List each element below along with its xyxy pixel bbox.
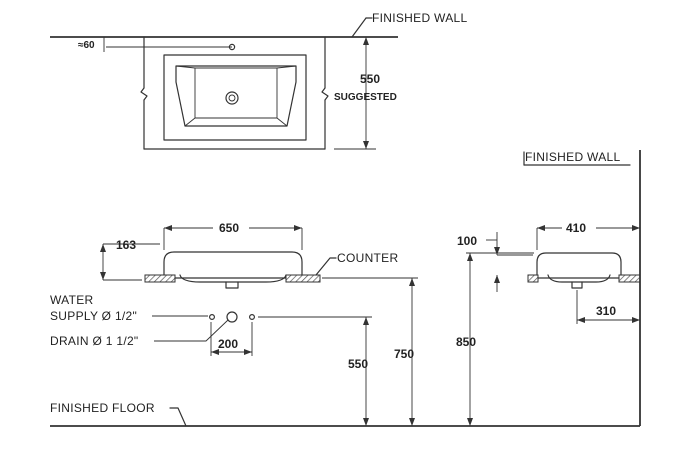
counter-side-front	[527, 274, 539, 283]
counter-right	[285, 274, 321, 283]
drain-tail-front	[225, 281, 239, 289]
water-supply-label-line2: SUPPLY Ø 1/2"	[50, 309, 137, 323]
break-mark-right	[321, 87, 329, 101]
dim-supply-spacing: 200	[218, 337, 238, 351]
supply-marker-right	[249, 314, 256, 321]
counter-leader	[315, 257, 337, 276]
drain-tail-side	[571, 281, 583, 289]
dim-side-wall-to-drain: 310	[596, 304, 616, 318]
dim-depth: 550	[360, 72, 380, 86]
basin-bowl	[175, 65, 297, 127]
basin-profile-side	[536, 252, 622, 276]
suggested-label: SUGGESTED	[334, 92, 397, 103]
dim-counter-height: 750	[394, 347, 414, 361]
finished-floor-label: FINISHED FLOOR	[50, 401, 155, 415]
dim-side-top-offset: 100	[457, 234, 477, 248]
dim-top-offset: ≈60	[78, 40, 95, 51]
plan-view: FINISHED WALL ≈60 550 SUGGES	[50, 11, 467, 150]
dim-side-depth: 410	[566, 221, 586, 235]
drain-leader	[154, 319, 229, 342]
front-elevation: 650 163 COUNTER WATER SUPPLY Ø 1/2" DRAI…	[50, 221, 418, 426]
dim-drain-height: 550	[348, 357, 368, 371]
dim-basin-height: 163	[116, 238, 136, 252]
counter-left	[144, 274, 176, 283]
finished-wall-label-top: FINISHED WALL	[372, 11, 467, 25]
break-mark-left	[140, 87, 148, 101]
basin-profile-front	[163, 251, 303, 276]
floor: FINISHED FLOOR	[50, 401, 640, 427]
dim-side-total-height: 850	[456, 335, 476, 349]
counter-label: COUNTER	[337, 251, 398, 265]
dim-basin-width: 650	[219, 221, 239, 235]
drain-marker	[226, 311, 238, 323]
drain-label: DRAIN Ø 1 1/2"	[50, 334, 139, 348]
side-elevation: FINISHED WALL 410 100 850	[456, 150, 641, 426]
water-supply-label-line1: WATER	[50, 293, 94, 307]
drain-plan	[225, 91, 239, 105]
supply-marker-left	[209, 314, 216, 321]
basin-outer-rim	[163, 54, 307, 141]
counter-side-back	[618, 274, 641, 283]
floor-leader	[169, 407, 187, 427]
wall-leader-top	[351, 17, 367, 38]
finished-wall-label-side: FINISHED WALL	[525, 150, 620, 164]
